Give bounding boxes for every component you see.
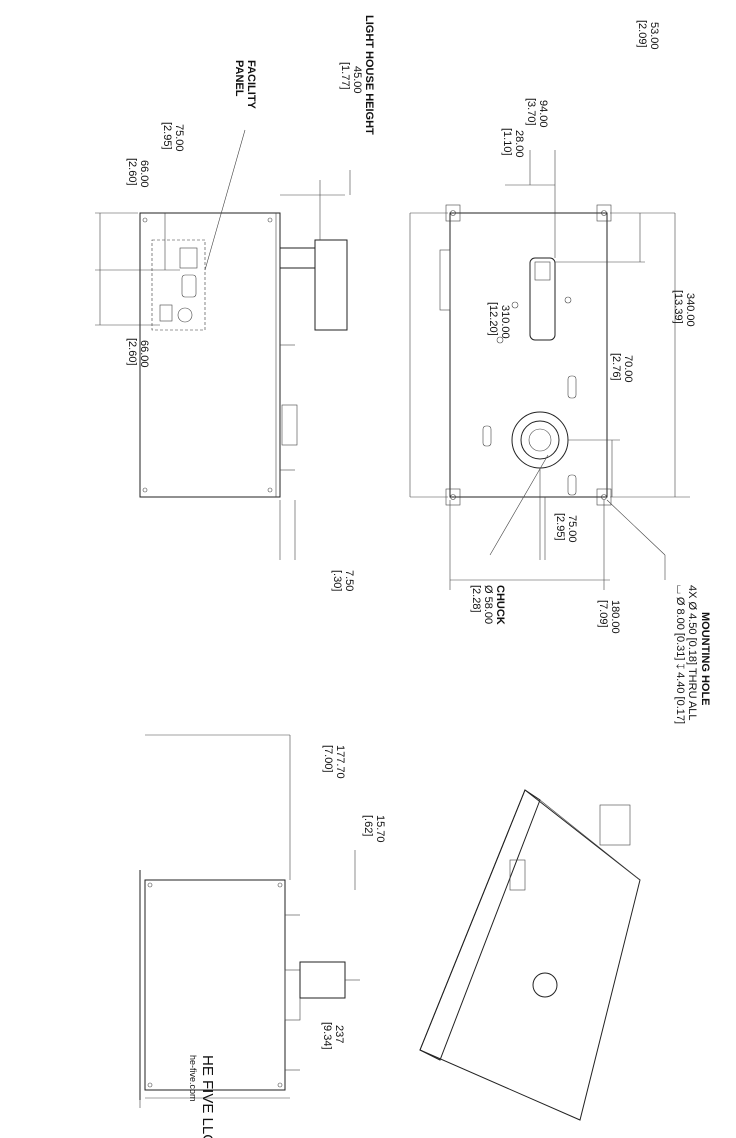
mounting-hole-spec-2: ⌴ Ø 8.00 [0.31] ↧ 4.40 [0.17] [674, 585, 686, 724]
company-name: HE FIVE LLC [199, 1055, 216, 1138]
dim-94: 94.00 [537, 100, 549, 128]
chuck [511, 411, 569, 469]
dim-180: 180.00 [609, 600, 621, 634]
dim-340: 340.00 [684, 293, 696, 327]
light-house-mm: 45.00 [351, 66, 363, 94]
dim-70: 70.00 [622, 355, 634, 383]
dim-237: 237 [333, 1025, 345, 1043]
dim-15-70: 15.70 [374, 815, 386, 843]
dim-66-a-in: [2.60] [126, 158, 138, 186]
dim-237-in: [9.34] [321, 1022, 333, 1050]
facility-label-1: FACILITY [245, 60, 257, 110]
dim-75-side-in: [2.95] [161, 122, 173, 150]
facility-label-2: PANEL [233, 60, 245, 97]
light-house-in: [1.77] [339, 62, 351, 90]
mounting-hole-spec-1: 4X Ø 4.50 [0.18] THRU ALL [686, 585, 698, 721]
dim-53: 53.00 [648, 22, 660, 50]
dim-70-in: [2.76] [610, 353, 622, 381]
dim-28: 28.00 [513, 130, 525, 158]
dim-94-in: [3.70] [525, 98, 537, 126]
dim-75-top-in: [2.95] [554, 513, 566, 541]
dim-66-a: 66.00 [138, 160, 150, 188]
dim-75-top: 75.00 [566, 515, 578, 543]
dim-15-70-in: [.62] [362, 815, 374, 836]
dim-28-in: [1.10] [501, 128, 513, 156]
chuck-diameter-in: [2.28] [470, 585, 482, 613]
dim-177-70: 177.70 [334, 745, 346, 779]
dim-340-in: [13.39] [672, 290, 684, 324]
dim-75-side: 75.00 [173, 124, 185, 152]
company-website: he-five.com [188, 1055, 198, 1102]
chuck-diameter: Ø 58.00 [482, 585, 494, 624]
isometric-view [419, 789, 641, 1121]
mounting-hole-title: MOUNTING HOLE [699, 612, 711, 706]
dim-310-in: [12.20] [487, 302, 499, 336]
dim-7-50: 7.50 [343, 570, 355, 591]
light-house-label: LIGHT HOUSE HEIGHT [363, 15, 375, 135]
dim-7-50-in: [.30] [331, 570, 343, 591]
dim-53-in: [2.09] [636, 20, 648, 48]
dim-310: 310.00 [499, 305, 511, 339]
dim-66-b: 66.00 [138, 340, 150, 368]
dim-180-in: [7.09] [597, 600, 609, 628]
chuck-label: CHUCK [494, 585, 506, 625]
dim-177-70-in: [7.00] [322, 745, 334, 773]
side-view-facility [95, 129, 351, 560]
dim-66-b-in: [2.60] [126, 338, 138, 366]
facility-panel-outline [151, 239, 206, 331]
annotations: LIGHT HOUSE HEIGHT 45.00 [1.77] FACILITY… [126, 15, 711, 1138]
top-view [409, 150, 690, 590]
side-view-end [139, 734, 360, 1108]
